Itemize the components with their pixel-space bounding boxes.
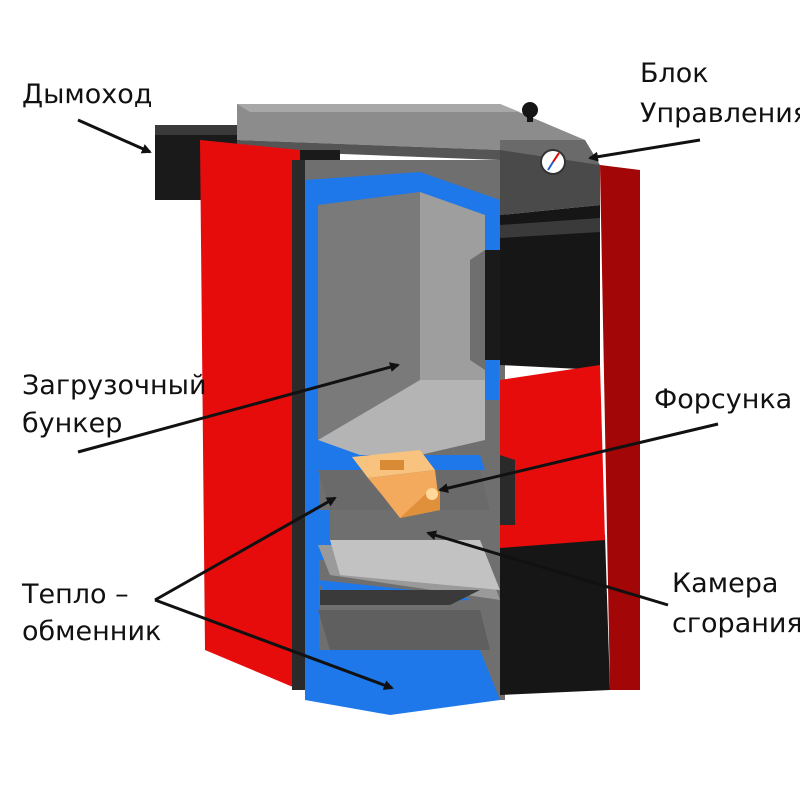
top-lid	[237, 104, 585, 160]
thermometer-gauge-icon	[540, 149, 566, 175]
nozzle-burner	[352, 450, 440, 518]
arrow-heat-exchanger-upper	[154, 496, 337, 602]
left-casing	[200, 140, 340, 690]
label-hopper-line1: Загрузочный	[22, 370, 207, 401]
label-control-unit-line2: Управления	[640, 98, 800, 129]
label-combustion-chamber-line2: сгорания	[672, 608, 800, 639]
label-nozzle: Форсунка	[654, 384, 792, 415]
arrow-chimney	[77, 118, 152, 154]
arrow-combustion-chamber	[426, 530, 669, 607]
arrow-heat-exchanger-lower	[154, 598, 394, 690]
combustion-chamber-floor	[330, 540, 500, 590]
label-combustion-chamber-line1: Камера	[672, 568, 778, 599]
label-chimney: Дымоход	[22, 79, 152, 110]
arrow-control-unit	[588, 138, 701, 162]
label-heat-exchanger-line2: обменник	[22, 616, 161, 647]
arrow-hopper	[77, 362, 400, 454]
label-heat-exchanger-line1: Тепло –	[21, 579, 129, 610]
right-outer-casing	[600, 165, 640, 690]
arrow-nozzle	[438, 422, 719, 494]
label-control-unit-line1: Блок	[640, 58, 709, 89]
right-front-panel	[500, 205, 610, 695]
leader-lines	[77, 118, 719, 690]
control-knob-icon	[522, 102, 538, 118]
door-hinge	[500, 455, 515, 525]
hopper-interior	[318, 192, 500, 455]
label-hopper-line2: бункер	[22, 408, 122, 439]
right-red-door	[500, 365, 605, 548]
